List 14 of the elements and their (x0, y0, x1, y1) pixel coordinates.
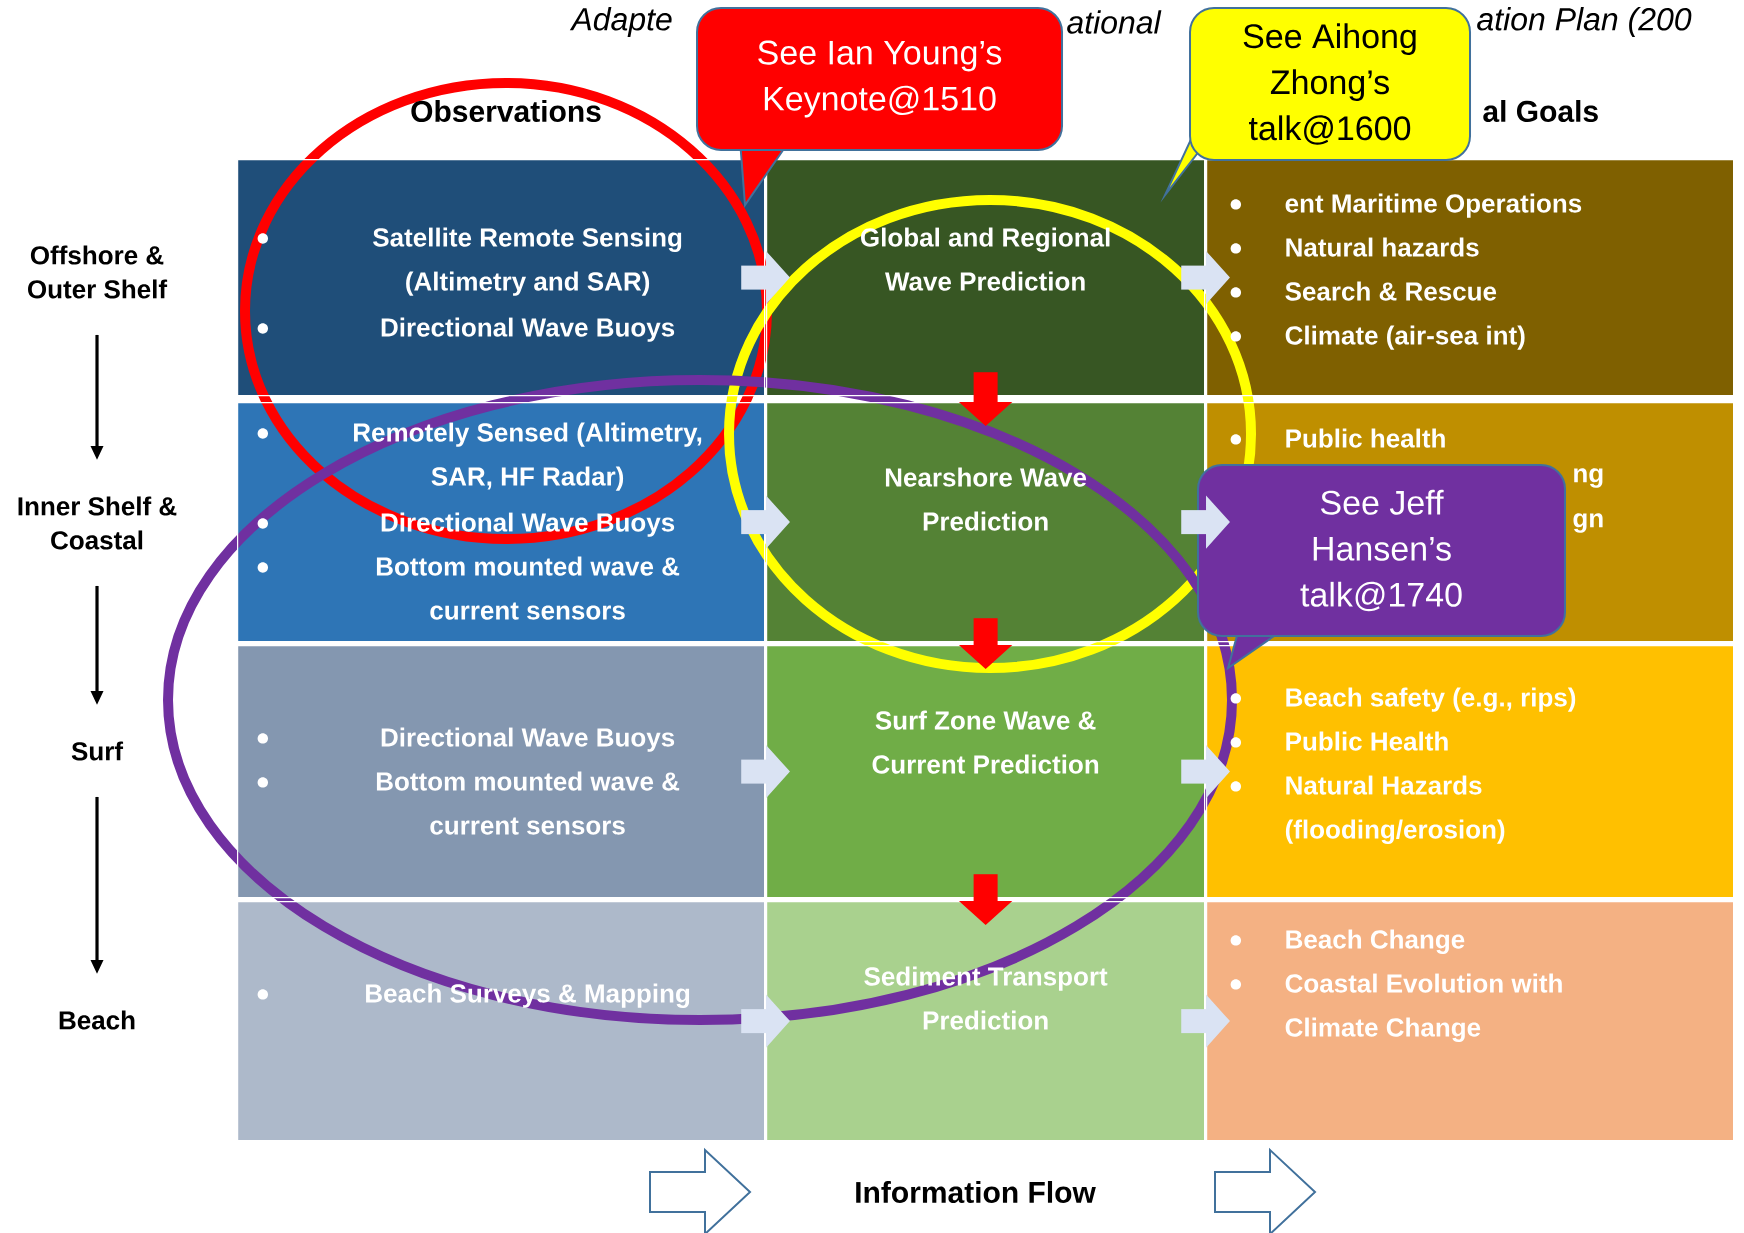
source-note: ational (1067, 10, 1162, 34)
zone-label: Beach (59, 1010, 135, 1030)
goal-cell: Beach Change Coastal Evolution with Climate Change (1206, 901, 1735, 1142)
goal-cell: Beach safety (e.g., rips) Public Health Natural Hazards (flooding/erosion) (1206, 645, 1735, 899)
column-heading: Observations (411, 100, 601, 122)
column-heading: al Goals (1483, 100, 1598, 122)
zone-label: Offshore & Outer Shelf (28, 245, 168, 299)
prediction-cell: Global and Regional Wave Prediction (766, 159, 1206, 397)
zone-label: Surf (71, 741, 124, 761)
observation-cell: Directional Wave Buoys Bottom mounted wave & current sensors (237, 645, 766, 899)
zone-label: Inner Shelf & Coastal (18, 496, 177, 550)
observation-cell: Satellite Remote Sensing (Altimetry and SAR) Directional Wave Buoys (237, 159, 766, 397)
legend-label: Information Flow (856, 1181, 1096, 1203)
prediction-cell: Surf Zone Wave & Current Prediction (766, 645, 1206, 899)
